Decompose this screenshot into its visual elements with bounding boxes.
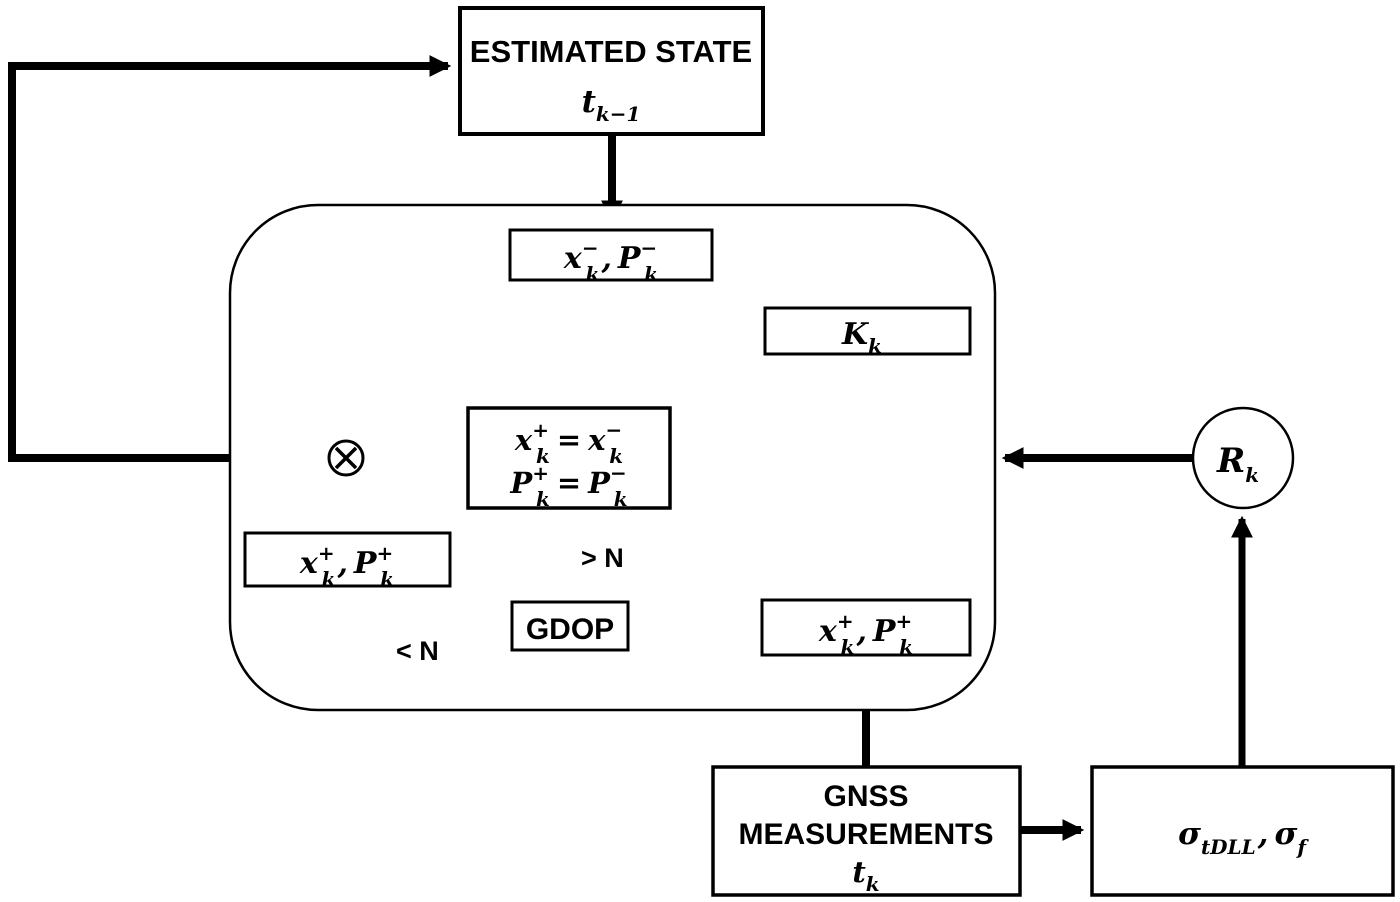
rk-circle [1191,406,1295,510]
node-estimated-state: ESTIMATED STATE tk−1 [458,6,765,136]
gdop-label: GDOP [526,613,614,646]
reset-x-equation: x+k=x−k [514,418,623,468]
rk-label: Rk [1216,441,1259,487]
node-prior-state: x−k,P−k [508,228,714,286]
posterior-state-right-box [760,598,972,657]
sigma-box [1090,765,1395,897]
kalman-gain-label: Kk [841,317,882,358]
gdop-branch-label-less: < N [396,636,439,666]
prior-state-label: x−k,P−k [563,236,658,286]
node-reset-state: x+k=x−k P+k=P−k [466,406,672,511]
posterior-state-left-label: x+k,P+k [299,541,394,591]
gnss-time-label: tk [852,855,879,896]
gnss-measurements-box [711,765,1022,897]
node-measurement-sigmas: σtDLL,σf [1090,765,1395,897]
estimated-state-box [458,6,765,136]
gnss-line2: MEASUREMENTS [738,818,993,851]
gdop-branch-label-greater: > N [581,543,624,573]
prior-state-box [508,228,714,282]
gnss-line1: GNSS [823,780,908,813]
gdop-box [510,600,630,652]
node-measurement-noise-rk: Rk [1191,406,1295,510]
posterior-state-left-box [243,531,452,588]
reset-state-box [466,406,672,510]
posterior-state-right-label: x+k,P+k [818,609,913,659]
junction-cross-line-2 [334,446,358,470]
kalman-gain-box [763,306,972,356]
node-gdop-check: GDOP [510,600,630,652]
edge-feedback-to-estimated-state [8,55,452,462]
reset-p-equation: P+k=P−k [509,461,627,511]
node-posterior-state-right: x+k,P+k [760,598,972,659]
estimated-state-title: ESTIMATED STATE [470,34,752,69]
node-gnss-measurements: GNSS MEASUREMENTS tk [711,765,1022,897]
node-kalman-gain: Kk [763,306,972,358]
node-posterior-state-left: x+k,P+k [243,531,452,591]
sigma-label: σtDLL,σf [1178,816,1309,859]
multiply-junction-icon [327,439,365,477]
estimated-state-time-label: tk−1 [582,84,641,126]
